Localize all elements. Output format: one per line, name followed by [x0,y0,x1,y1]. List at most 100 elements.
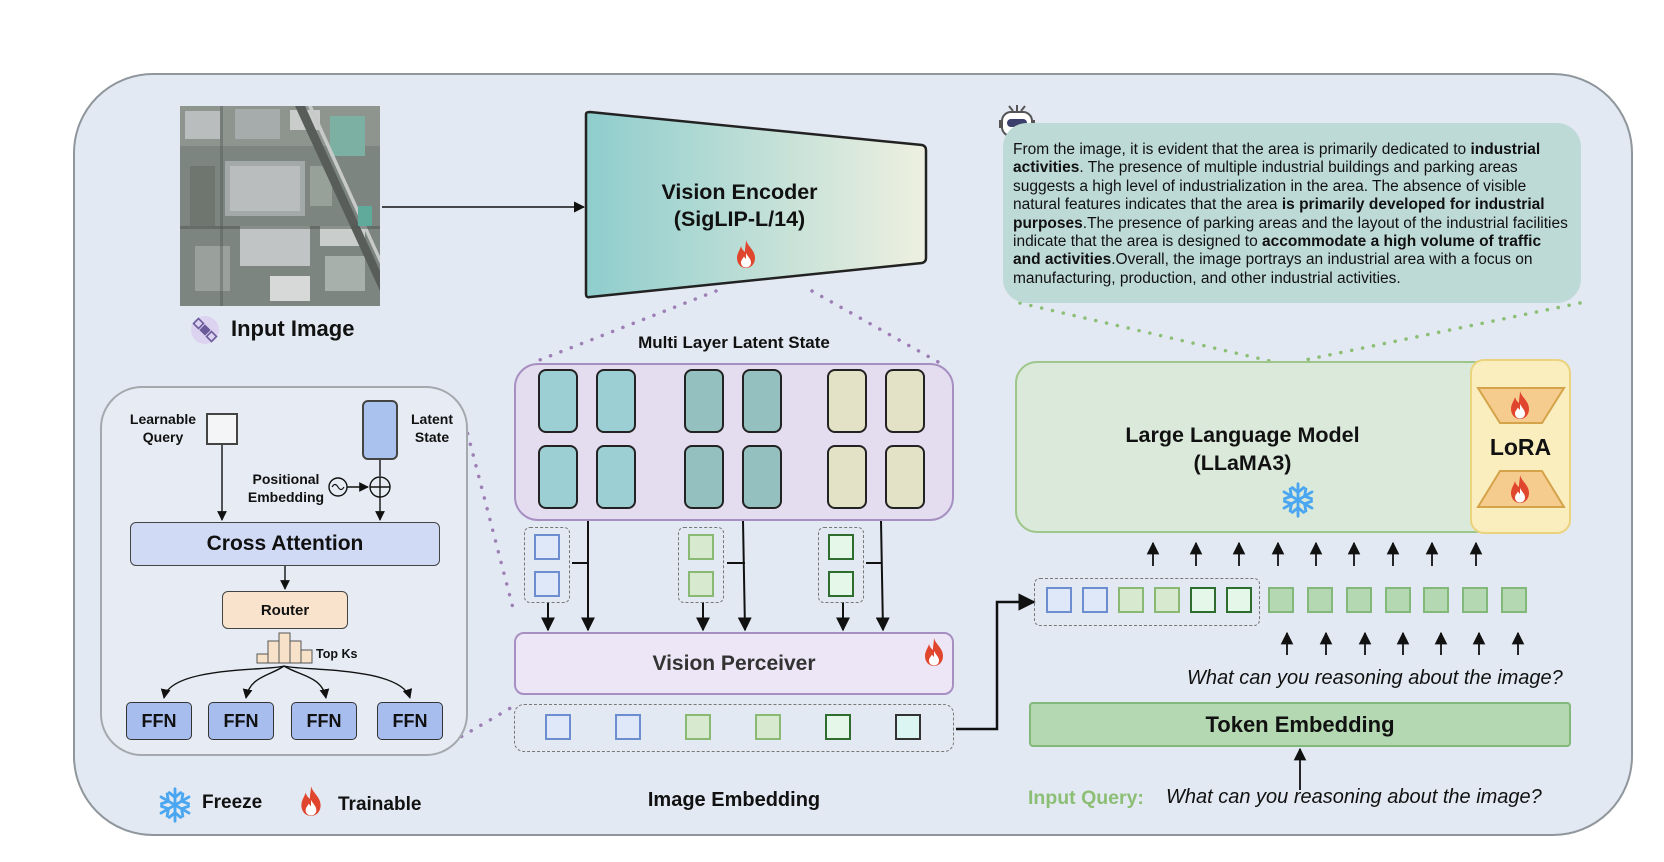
llm-input-token [1190,587,1216,613]
latent-to-perceiver-arrows [541,520,890,632]
embedding-token [545,714,571,740]
llm-title: Large Language Model [1125,423,1360,447]
text-token [1307,587,1333,613]
answer-bubble: From the image, it is evident that the a… [1003,123,1581,303]
flame-icon [922,637,946,667]
image-embedding-label: Image Embedding [647,789,821,811]
positional-embedding-label: Positional Embedding [247,471,325,505]
input-satellite-image [180,106,380,306]
vision-encoder-block [584,110,928,299]
image-embedding-strip [514,704,954,752]
query-pair-group [524,527,570,603]
latent-cell [538,445,578,509]
flame-icon [734,239,758,269]
answer-text: .Overall, the image portrays an industri… [1013,251,1533,287]
latent-cell [596,369,636,433]
legend-freeze-label: Freeze [202,792,263,813]
satellite-icon [191,316,219,344]
latent-cell [885,369,925,433]
llm-input-token [1118,587,1144,613]
input-query-text: What can you reasoning about the image? [1166,786,1542,808]
latent-cell [885,445,925,509]
query-token [688,571,714,597]
ffn-label: FFN [306,710,342,731]
embedding-token [685,714,711,740]
answer-text: . The presence of multiple industrial bu… [1013,159,1527,214]
query-token [534,534,560,560]
ffn-label: FFN [223,710,259,731]
ffn-expert-3: FFN [291,702,357,740]
router-block: Router [222,591,348,629]
llm-input-token [1226,587,1252,613]
text-token [1423,587,1449,613]
vision-perceiver-title: Vision Perceiver [652,651,816,675]
query-pair-group [818,527,864,603]
query-token [688,534,714,560]
vision-encoder-subtitle: (SigLIP-L/14) [673,207,806,231]
cross-attention-label: Cross Attention [206,532,364,555]
ffn-expert-1: FFN [126,702,192,740]
token-embedding-label: Token Embedding [1205,711,1395,737]
embedding-token [755,714,781,740]
query-pair-group [678,527,724,603]
latent-cell [742,369,782,433]
snowflake-icon [1279,481,1317,519]
vision-encoder-title: Vision Encoder [661,180,818,204]
question-text: What can you reasoning about the image? [1187,667,1563,689]
query-token [534,571,560,597]
llm-input-token [1154,587,1180,613]
embedding-token [825,714,851,740]
flame-icon [298,785,324,817]
flame-icon [1508,474,1532,504]
ffn-expert-4: FFN [377,702,443,740]
flame-icon [1508,390,1532,420]
text-token [1501,587,1527,613]
input-query-label: Input Query: [1028,787,1144,809]
answer-text: From the image, it is evident that the a… [1013,141,1471,158]
latent-cell [684,369,724,433]
llm-input-token [1046,587,1072,613]
latent-dotted-lines [450,289,942,744]
learnable-query-label: Learnable Query [129,411,197,445]
llm-subtitle: (LLaMA3) [1193,451,1292,475]
ffn-label: FFN [392,710,428,731]
query-token [828,571,854,597]
latent-state-title: Multi Layer Latent State [638,333,830,352]
latent-cell [596,445,636,509]
query-token [828,534,854,560]
answer-highlight: industrial activities [1013,141,1541,177]
latent-cell [827,445,867,509]
ffn-label: FFN [141,710,177,731]
latent-state-panel [514,363,954,521]
ffn-expert-2: FFN [208,702,274,740]
text-token [1385,587,1411,613]
latent-cell [538,369,578,433]
answer-text: .The presence of parking areas and the l… [1013,214,1568,251]
vision-perceiver-block: Vision Perceiver [514,632,954,695]
answer-highlight: accommodate a high volume of traffic and… [1013,233,1542,269]
input-image-label: Input Image [231,316,355,341]
image-token-group [1034,578,1260,626]
latent-state-label: Latent State [411,411,453,445]
top-ks-label: Top Ks [316,647,358,661]
router-label: Router [260,601,310,619]
latent-cell [684,445,724,509]
learnable-query-box [206,413,238,445]
text-token [1268,587,1294,613]
latent-cell [742,445,782,509]
llm-input-token [1082,587,1108,613]
answer-dotted-lines [1018,301,1582,363]
legend-trainable-label: Trainable [338,794,422,815]
answer-highlight: is primarily developed for industrial pu… [1013,196,1545,232]
cross-attention-block: Cross Attention [130,522,440,566]
embedding-token [615,714,641,740]
token-embedding-block: Token Embedding [1029,702,1571,747]
text-token [1346,587,1372,613]
text-token [1462,587,1488,613]
llm-input-arrows [1146,541,1483,566]
lora-label: LoRA [1489,434,1552,460]
embedding-token [895,714,921,740]
query-token-arrows [1280,631,1525,655]
embedding-to-llm-arrow [956,593,1036,731]
